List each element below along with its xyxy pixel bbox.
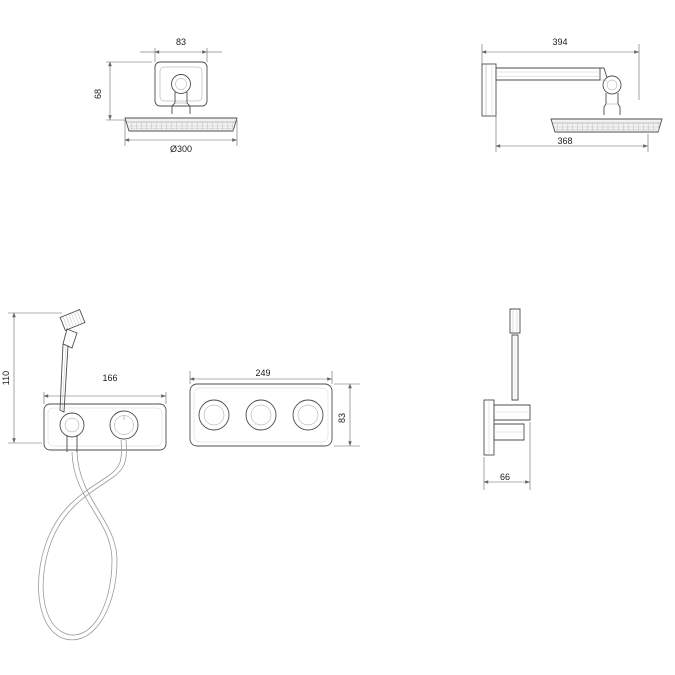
dim-label-83-top: 83: [176, 37, 186, 47]
dim-110-left: [8, 312, 62, 444]
dim-label-249: 249: [255, 368, 270, 378]
dim-66-bottom: [483, 422, 531, 490]
dim-249-top: [189, 371, 333, 384]
dim-166-top: [43, 392, 167, 404]
dim-label-300: Ø300: [170, 144, 192, 154]
dim-68-left: [106, 61, 152, 121]
dim-label-394: 394: [552, 37, 567, 47]
dim-83-right: [334, 383, 360, 447]
dim-label-368: 368: [557, 136, 572, 146]
dim-label-68: 68: [93, 89, 103, 99]
dim-label-166: 166: [102, 373, 117, 383]
dim-label-110: 110: [1, 371, 11, 385]
dim-394-top: [481, 44, 640, 100]
concealed-valve-side-view: [483, 308, 531, 490]
dim-83-top: [140, 48, 222, 62]
overhead-shower-side-view: [481, 44, 663, 152]
handset: [59, 308, 86, 413]
concealed-valve-front-view: [8, 308, 360, 641]
dim-368-bottom: [495, 82, 649, 152]
dim-label-66: 66: [500, 472, 510, 482]
overhead-shower-front-view: [106, 48, 238, 146]
dim-300-bottom: [124, 120, 238, 146]
dim-label-83-right: 83: [337, 413, 347, 423]
